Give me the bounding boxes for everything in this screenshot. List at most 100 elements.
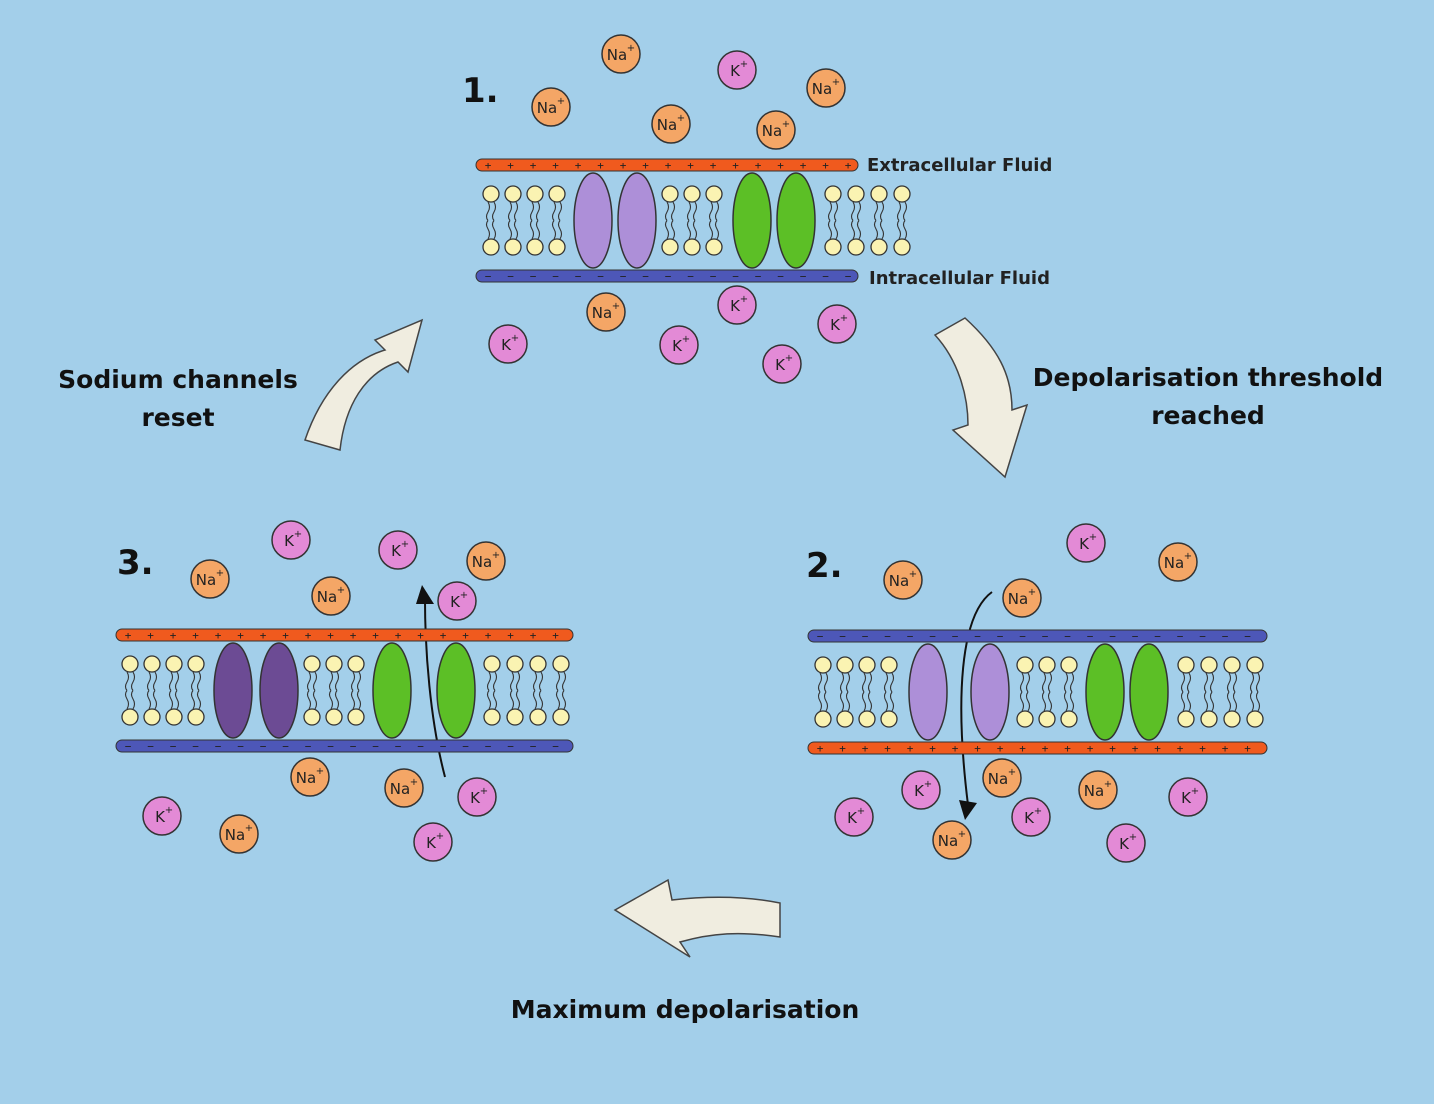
membrane-step-2: −+−+−+−+−+−+−+−+−+−+−+−+−+−+−+−+−+−+−+−+ bbox=[807, 629, 1268, 755]
phospholipid bbox=[165, 655, 183, 726]
potassium-channel bbox=[732, 172, 772, 269]
phospholipid bbox=[347, 655, 365, 726]
ion-charge: + bbox=[677, 113, 685, 124]
charge-symbol: − bbox=[1019, 630, 1026, 643]
charge-symbol: + bbox=[215, 629, 222, 642]
charge-symbol: + bbox=[552, 159, 559, 172]
potassium-ion: K+ bbox=[488, 324, 528, 364]
charge-symbol: − bbox=[282, 740, 289, 753]
potassium-channel bbox=[1129, 643, 1169, 741]
potassium-ion: K+ bbox=[659, 325, 699, 365]
sodium-ion: Na+ bbox=[219, 814, 259, 854]
potassium-ion: K+ bbox=[717, 50, 757, 90]
ion-symbol: Na bbox=[225, 826, 245, 844]
charge-symbol: + bbox=[327, 629, 334, 642]
potassium-efflux-arrow bbox=[416, 585, 446, 778]
charge-symbol: − bbox=[192, 740, 199, 753]
phospholipid bbox=[870, 185, 888, 256]
potassium-ion: K+ bbox=[437, 581, 477, 621]
phospholipid bbox=[482, 185, 500, 256]
charge-symbol: + bbox=[530, 629, 537, 642]
phospholipid bbox=[187, 655, 205, 726]
caption-sodium-reset-line-2: reset bbox=[141, 403, 214, 432]
ion-charge: + bbox=[958, 829, 966, 840]
charge-symbol: − bbox=[929, 630, 936, 643]
ion-symbol: K bbox=[847, 809, 858, 827]
charge-symbol: − bbox=[395, 740, 402, 753]
phospholipid bbox=[552, 655, 570, 726]
charge-symbol: − bbox=[170, 740, 177, 753]
charge-symbol: + bbox=[845, 159, 852, 172]
charge-symbol: − bbox=[952, 630, 959, 643]
charge-symbol: + bbox=[1177, 742, 1184, 755]
ion-charge: + bbox=[436, 831, 444, 842]
charge-symbol: − bbox=[440, 740, 447, 753]
phospholipid bbox=[1177, 656, 1195, 728]
charge-symbol: + bbox=[575, 159, 582, 172]
ion-charge: + bbox=[682, 334, 690, 345]
charge-symbol: − bbox=[1199, 630, 1206, 643]
ion-symbol: Na bbox=[592, 304, 612, 322]
charge-symbol: + bbox=[237, 629, 244, 642]
cycle-arrow-one-to-two bbox=[933, 317, 1029, 479]
phospholipid bbox=[824, 185, 842, 256]
potassium-ion: K+ bbox=[901, 770, 941, 810]
caption-threshold-line-2: reached bbox=[1151, 401, 1265, 430]
ion-symbol: Na bbox=[1084, 782, 1104, 800]
charge-symbol: + bbox=[777, 159, 784, 172]
charge-symbol: + bbox=[907, 742, 914, 755]
potassium-ion: K+ bbox=[413, 822, 453, 862]
phospholipid bbox=[1016, 656, 1034, 728]
charge-layer-outer bbox=[807, 629, 1268, 643]
ion-symbol: K bbox=[672, 337, 683, 355]
charge-symbol: − bbox=[642, 270, 649, 283]
ion-charge: + bbox=[740, 294, 748, 305]
ion-symbol: Na bbox=[537, 99, 557, 117]
ion-symbol: K bbox=[391, 542, 402, 560]
charge-symbol: − bbox=[974, 630, 981, 643]
ion-symbol: Na bbox=[988, 770, 1008, 788]
phospholipid bbox=[893, 185, 911, 256]
charge-symbol: + bbox=[884, 742, 891, 755]
phospholipid bbox=[847, 185, 865, 256]
charge-symbol: − bbox=[1064, 630, 1071, 643]
ion-charge: + bbox=[857, 806, 865, 817]
charge-symbol: − bbox=[575, 270, 582, 283]
potassium-ion: K+ bbox=[1168, 777, 1208, 817]
charge-symbol: + bbox=[732, 159, 739, 172]
charge-symbol: + bbox=[1222, 742, 1229, 755]
ion-charge: + bbox=[511, 333, 519, 344]
phospholipid bbox=[121, 655, 139, 726]
charge-symbol: − bbox=[687, 270, 694, 283]
caption-sodium-reset-line-1: Sodium channels bbox=[58, 365, 298, 394]
potassium-ion: K+ bbox=[834, 797, 874, 837]
charge-symbol: − bbox=[372, 740, 379, 753]
ion-charge: + bbox=[165, 805, 173, 816]
charge-symbol: − bbox=[755, 270, 762, 283]
charge-symbol: − bbox=[350, 740, 357, 753]
intracellular-fluid-label: Intracellular Fluid bbox=[869, 268, 1050, 289]
charge-symbol: + bbox=[485, 629, 492, 642]
charge-symbol: + bbox=[125, 629, 132, 642]
charge-symbol: − bbox=[417, 740, 424, 753]
charge-symbol: − bbox=[1154, 630, 1161, 643]
charge-symbol: + bbox=[282, 629, 289, 642]
sodium-channel bbox=[908, 643, 948, 741]
charge-symbol: + bbox=[507, 159, 514, 172]
phospholipid bbox=[705, 185, 723, 256]
phospholipid bbox=[836, 656, 854, 728]
potassium-ion: K+ bbox=[378, 530, 418, 570]
potassium-channel bbox=[776, 172, 816, 269]
phospholipid bbox=[506, 655, 524, 726]
ion-symbol: Na bbox=[1164, 554, 1184, 572]
phospholipid bbox=[325, 655, 343, 726]
ion-charge: + bbox=[782, 119, 790, 130]
charge-symbol: + bbox=[755, 159, 762, 172]
charge-symbol: + bbox=[687, 159, 694, 172]
phospholipid bbox=[303, 655, 321, 726]
membrane-step-3: +−+−+−+−+−+−+−+−+−+−+−+−+−+−+−+−+−+−+−+− bbox=[115, 628, 574, 753]
charge-symbol: − bbox=[125, 740, 132, 753]
charge-symbol: − bbox=[507, 270, 514, 283]
sodium-influx-arrow bbox=[959, 591, 993, 820]
ion-symbol: Na bbox=[762, 122, 782, 140]
